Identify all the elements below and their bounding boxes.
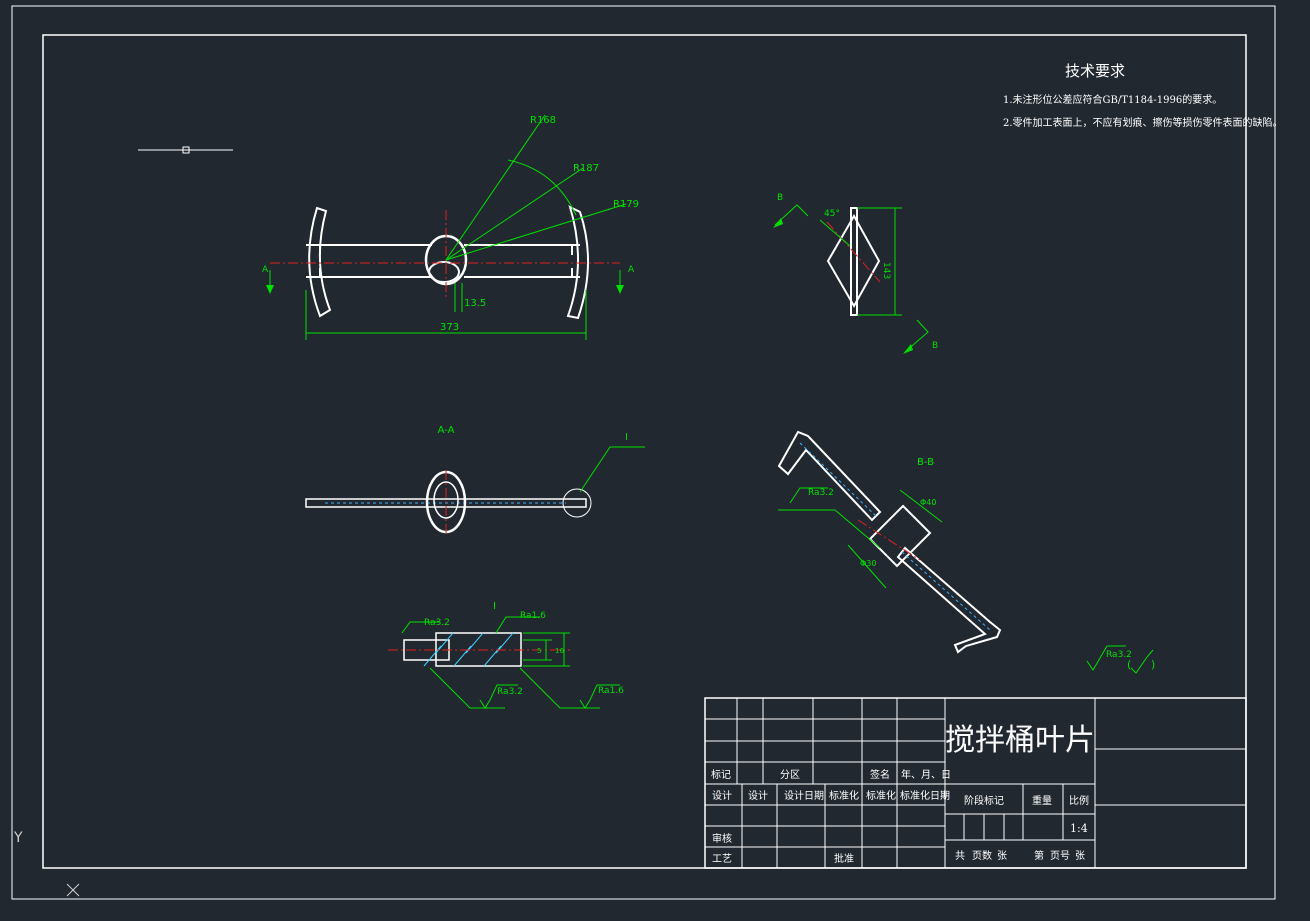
tb-sheet-no-unit2: 张 [1075, 850, 1085, 862]
radius-r179: R179 [613, 199, 639, 210]
tech-req-line1: 1.未注形位公差应符合GB/T1184-1996的要求。 [1003, 93, 1222, 106]
tb-approve: 批准 [834, 852, 854, 865]
tb-standardize: 标准化 [829, 789, 859, 802]
section-a-left: A [262, 265, 269, 275]
outer-frame [11, 5, 1276, 900]
general-surface-finish: Ra3.2 ( ) [1086, 645, 1155, 674]
tech-req-line2: 2.零件加工表面上，不应有划痕、擦伤等损伤零件表面的缺陷。 [1003, 116, 1283, 129]
tb-design: 设计 [712, 789, 732, 802]
main-view: A A R168 R187 R179 13.5 373 [262, 114, 639, 340]
section-bb-title: B-B [917, 457, 934, 468]
radius-r168: R168 [530, 115, 556, 126]
tb-standardize2: 标准化 [866, 789, 896, 802]
dim-143: 143 [881, 262, 891, 279]
tb-review: 审核 [712, 832, 732, 845]
bb-ra32: Ra3.2 [808, 488, 834, 498]
svg-text:): ) [1151, 658, 1155, 671]
tb-standardize-date: 标准化日期 [900, 789, 950, 802]
tb-process: 工艺 [712, 853, 732, 865]
detail-dim-b: 16 [555, 647, 564, 655]
centerline-symbol [138, 146, 233, 154]
side-view: 143 45° B B [773, 193, 938, 354]
tb-weight: 重量 [1032, 794, 1052, 807]
detail-i-title: I [493, 601, 496, 612]
bb-dim-side: Φ30 [860, 559, 876, 568]
detail-ra16-top: Ra1.6 [520, 611, 546, 621]
dim-373: 373 [440, 322, 459, 333]
section-aa-view: A-A I [305, 425, 645, 535]
detail-i-view: I Ra3.2 Ra1.6 Ra3.2 Ra1.6 5 16 [388, 601, 624, 709]
tech-req-title: 技术要求 [1065, 62, 1125, 80]
tb-signature: 签名 [870, 768, 890, 781]
ucs-icon: Y [13, 830, 80, 897]
dim-13-5: 13.5 [464, 298, 486, 309]
detail-ra32-bottom: Ra3.2 [497, 687, 523, 697]
svg-text:(: ( [1127, 658, 1131, 671]
section-b-top: B [777, 193, 783, 203]
section-a-right: A [628, 265, 635, 275]
bb-dim-top: Φ40 [920, 498, 936, 507]
part-name: 搅拌桶叶片 [945, 723, 1095, 758]
tb-scale-label: 比例 [1069, 794, 1089, 807]
tb-date: 年、月、日 [901, 768, 951, 781]
radius-r187: R187 [573, 163, 599, 174]
tb-zone: 分区 [780, 769, 800, 781]
detail-callout-i: I [625, 432, 628, 443]
section-b-bottom: B [932, 341, 938, 351]
tb-design-date: 设计日期 [784, 789, 824, 802]
technical-requirements: 技术要求 1.未注形位公差应符合GB/T1184-1996的要求。 2.零件加工… [1003, 62, 1283, 129]
section-bb-view: B-B Ra3.2 Φ40 Φ30 [777, 430, 1002, 654]
tb-sheet-no: 第 [1034, 849, 1044, 862]
surface-finish-ra: Ra3.2 [1106, 650, 1132, 660]
section-aa-title: A-A [438, 425, 455, 436]
inner-frame [42, 34, 1247, 869]
tb-stage-mark: 阶段标记 [964, 794, 1004, 807]
tb-sheets-unit2: 张 [997, 850, 1007, 862]
tb-sheets-unit: 页数 [972, 849, 992, 862]
tb-mark: 标记 [711, 769, 731, 781]
tb-design2: 设计 [748, 789, 768, 802]
detail-ra32-top: Ra3.2 [424, 618, 450, 628]
ucs-y-label: Y [13, 830, 23, 846]
detail-dim-a: 5 [537, 647, 541, 655]
tb-sheet-no-unit: 页号 [1050, 850, 1070, 862]
title-block: 搅拌桶叶片 标记 分区 签名 年、月、日 设计 设计 设计日期 标准化 标准化 … [704, 697, 1247, 869]
angle-45: 45° [824, 209, 840, 219]
detail-ra16-bottom: Ra1.6 [598, 686, 624, 696]
tb-sheets-total: 共 [955, 850, 965, 862]
tb-scale-value: 1:4 [1070, 822, 1088, 835]
